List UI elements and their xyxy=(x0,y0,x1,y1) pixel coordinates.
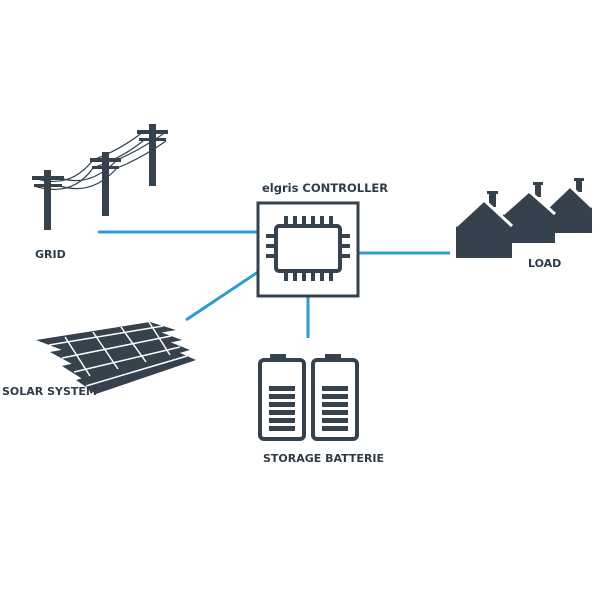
battery-icon xyxy=(258,354,359,441)
chip-body xyxy=(274,224,342,273)
solar-panel-icon xyxy=(36,321,196,394)
solar-label: SOLAR SYSTEM xyxy=(2,385,97,398)
controller-label: elgris CONTROLLER xyxy=(262,181,388,195)
chip-icon xyxy=(256,201,360,298)
house-icon xyxy=(454,178,594,258)
grid-label: GRID xyxy=(35,248,66,261)
storage-label: STORAGE BATTERIE xyxy=(263,452,384,465)
connections xyxy=(98,230,450,338)
controller-box xyxy=(256,201,360,298)
load-label: LOAD xyxy=(528,257,561,270)
power-pole-icon xyxy=(32,124,168,230)
solar-connection-line xyxy=(185,270,259,322)
